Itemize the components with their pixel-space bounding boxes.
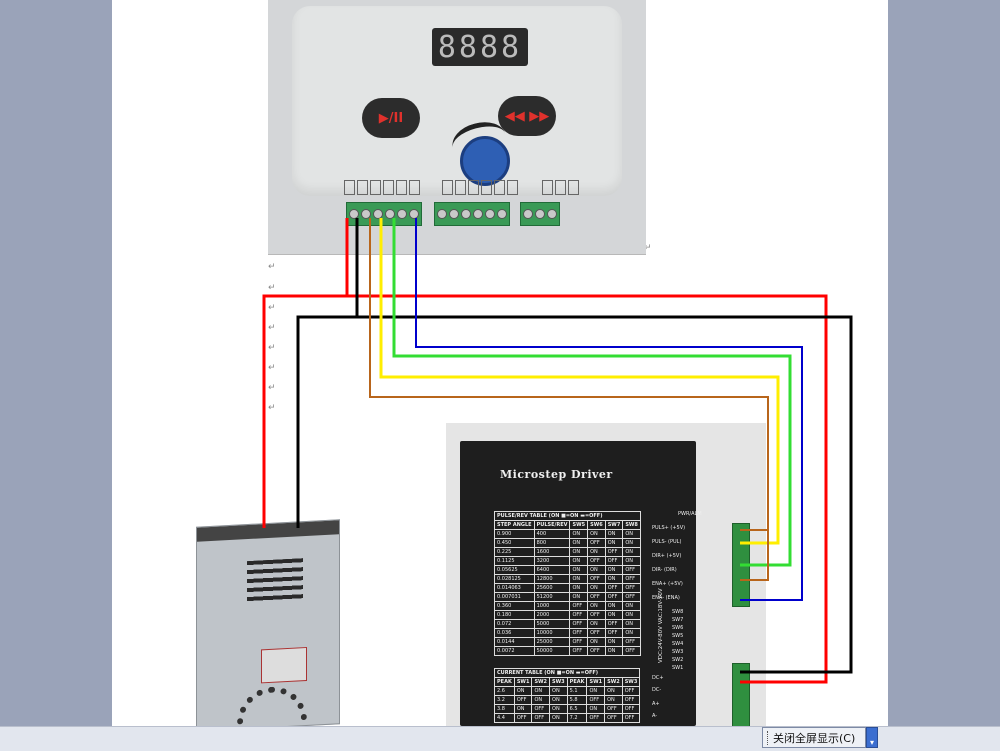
workspace-left-margin bbox=[0, 0, 112, 726]
pin-ena-minus: ENA- (ENA) bbox=[652, 595, 680, 601]
close-fullscreen-label: 关闭全屏显示(C) bbox=[773, 731, 856, 745]
paragraph-mark: ↵ bbox=[268, 323, 276, 333]
driver-title: Microstep Driver bbox=[500, 468, 613, 481]
toolbar-options-arrow-icon[interactable]: ▾ bbox=[866, 727, 878, 748]
table-cell: 50000 bbox=[533, 646, 571, 656]
wiring-diagram bbox=[262, 218, 853, 684]
direction-icon: ◀◀ ▶▶ bbox=[504, 108, 550, 124]
switch-label: SW4 bbox=[672, 641, 684, 647]
controller-terminal-block-right bbox=[520, 202, 560, 226]
driver-power-terminal bbox=[732, 663, 750, 726]
wire-yellow bbox=[379, 218, 780, 545]
terminal-labels-right bbox=[542, 180, 579, 195]
wire-red-psu bbox=[262, 294, 347, 528]
pin-dir-minus: DIR- (DIR) bbox=[652, 567, 677, 573]
play-pause-button: ▶/II bbox=[362, 98, 420, 138]
led-display: 8888 bbox=[432, 28, 528, 66]
paragraph-mark: ↵ bbox=[268, 262, 276, 272]
table-cell: 7.2 bbox=[566, 713, 588, 723]
paragraph-mark: ↵ bbox=[268, 343, 276, 353]
switch-label: SW8 bbox=[672, 609, 684, 615]
switch-label: SW7 bbox=[672, 617, 684, 623]
driver-photo: Microstep Driver PULSE/REV TABLE (ON ■=O… bbox=[446, 423, 766, 726]
pin-a-plus: A+ bbox=[652, 701, 660, 707]
paragraph-mark: ↵ bbox=[268, 383, 276, 393]
pin-dir-plus: DIR+ (+5V) bbox=[652, 553, 682, 559]
close-fullscreen-button[interactable]: 关闭全屏显示(C) bbox=[762, 727, 866, 748]
table-cell: 4.4 bbox=[494, 713, 515, 723]
paragraph-mark: ↵ bbox=[268, 303, 276, 313]
grip-icon bbox=[767, 730, 770, 745]
pulse-rev-table: PULSE/REV TABLE (ON ■=ON ▬=OFF) STEP ANG… bbox=[494, 511, 641, 656]
paragraph-mark: ↵ bbox=[268, 283, 276, 293]
wire-red bbox=[345, 218, 828, 684]
controller-terminal-block-left bbox=[346, 202, 422, 226]
pin-puls-minus: PULS- (PUL) bbox=[652, 539, 682, 545]
controller-housing: 8888 ▶/II ◀◀ ▶▶ bbox=[292, 6, 622, 196]
switch-label: SW5 bbox=[672, 633, 684, 639]
switch-label: SW3 bbox=[672, 649, 684, 655]
pin-puls-plus: PULS+ (+5V) bbox=[652, 525, 686, 531]
pin-ena-plus: ENA+ (+5V) bbox=[652, 581, 683, 587]
speed-knob bbox=[460, 136, 510, 186]
switch-label: SW6 bbox=[672, 625, 684, 631]
pin-dc-plus: DC+ bbox=[652, 675, 664, 681]
table-cell: OFF bbox=[622, 646, 641, 656]
paragraph-mark: ↵ bbox=[644, 243, 652, 253]
paragraph-mark: ↵ bbox=[268, 363, 276, 373]
terminal-labels-mid bbox=[442, 180, 518, 195]
controller-terminal-block-mid bbox=[434, 202, 510, 226]
switch-label: SW1 bbox=[672, 665, 684, 671]
wire-brown bbox=[369, 218, 769, 531]
workspace-right-margin bbox=[888, 0, 1000, 726]
direction-button: ◀◀ ▶▶ bbox=[498, 96, 556, 136]
controller-photo: 8888 ▶/II ◀◀ ▶▶ bbox=[268, 0, 646, 255]
pin-dc-minus: DC- bbox=[652, 687, 662, 693]
paragraph-mark: ↵ bbox=[268, 403, 276, 413]
led-display-digits: 8888 bbox=[437, 29, 523, 65]
pwr-alm-label: PWR/ALM bbox=[678, 511, 702, 517]
switch-label: SW2 bbox=[672, 657, 684, 663]
wire-green bbox=[392, 218, 792, 567]
pin-a-minus: A- bbox=[652, 713, 658, 719]
wire-black bbox=[355, 218, 853, 674]
play-pause-icon: ▶/II bbox=[378, 110, 404, 126]
wire-jumper-brown bbox=[740, 529, 769, 581]
wire-black-psu bbox=[296, 315, 357, 528]
terminal-labels-left bbox=[344, 180, 420, 195]
wire-blue bbox=[415, 218, 803, 601]
table-cell: OFF bbox=[621, 713, 641, 723]
